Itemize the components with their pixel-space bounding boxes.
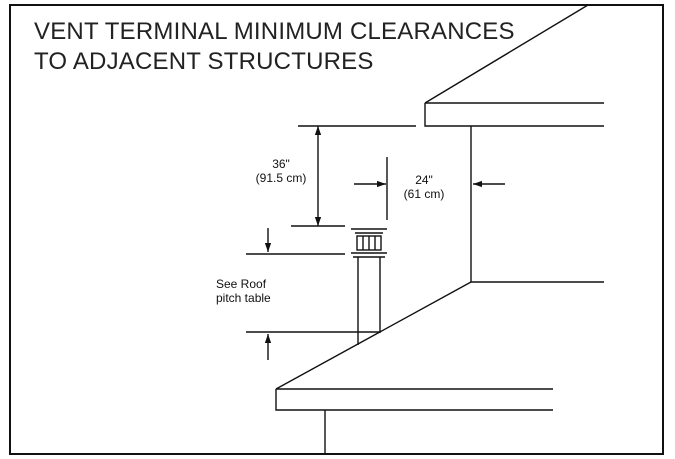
upper-roof-slope <box>424 4 589 104</box>
dimension-24-metric: (61 cm) <box>403 187 445 201</box>
diagram-frame <box>9 4 664 455</box>
vent-terminal-cap <box>351 228 387 258</box>
roof-pitch-note: See Roof pitch table <box>216 277 286 305</box>
diagram-title-line-1: VENT TERMINAL MINIMUM CLEARANCES <box>34 18 515 45</box>
dimension-label-36in: 36" (91.5 cm) <box>246 157 316 185</box>
dimension-36-metric: (91.5 cm) <box>255 171 307 185</box>
dimension-36-imperial: 36" <box>272 157 290 171</box>
roof-pitch-note-line-1: See Roof <box>216 277 267 291</box>
roof-pitch-note-line-2: pitch table <box>216 291 271 305</box>
upper-eave-fascia <box>424 103 604 127</box>
lower-eave-fascia <box>275 389 553 411</box>
dimension-24-imperial: 24" <box>415 173 433 187</box>
diagram-title-line-2: TO ADJACENT STRUCTURES <box>34 48 374 75</box>
dimension-label-24in: 24" (61 cm) <box>394 173 454 201</box>
main-roof-slope <box>275 281 472 390</box>
